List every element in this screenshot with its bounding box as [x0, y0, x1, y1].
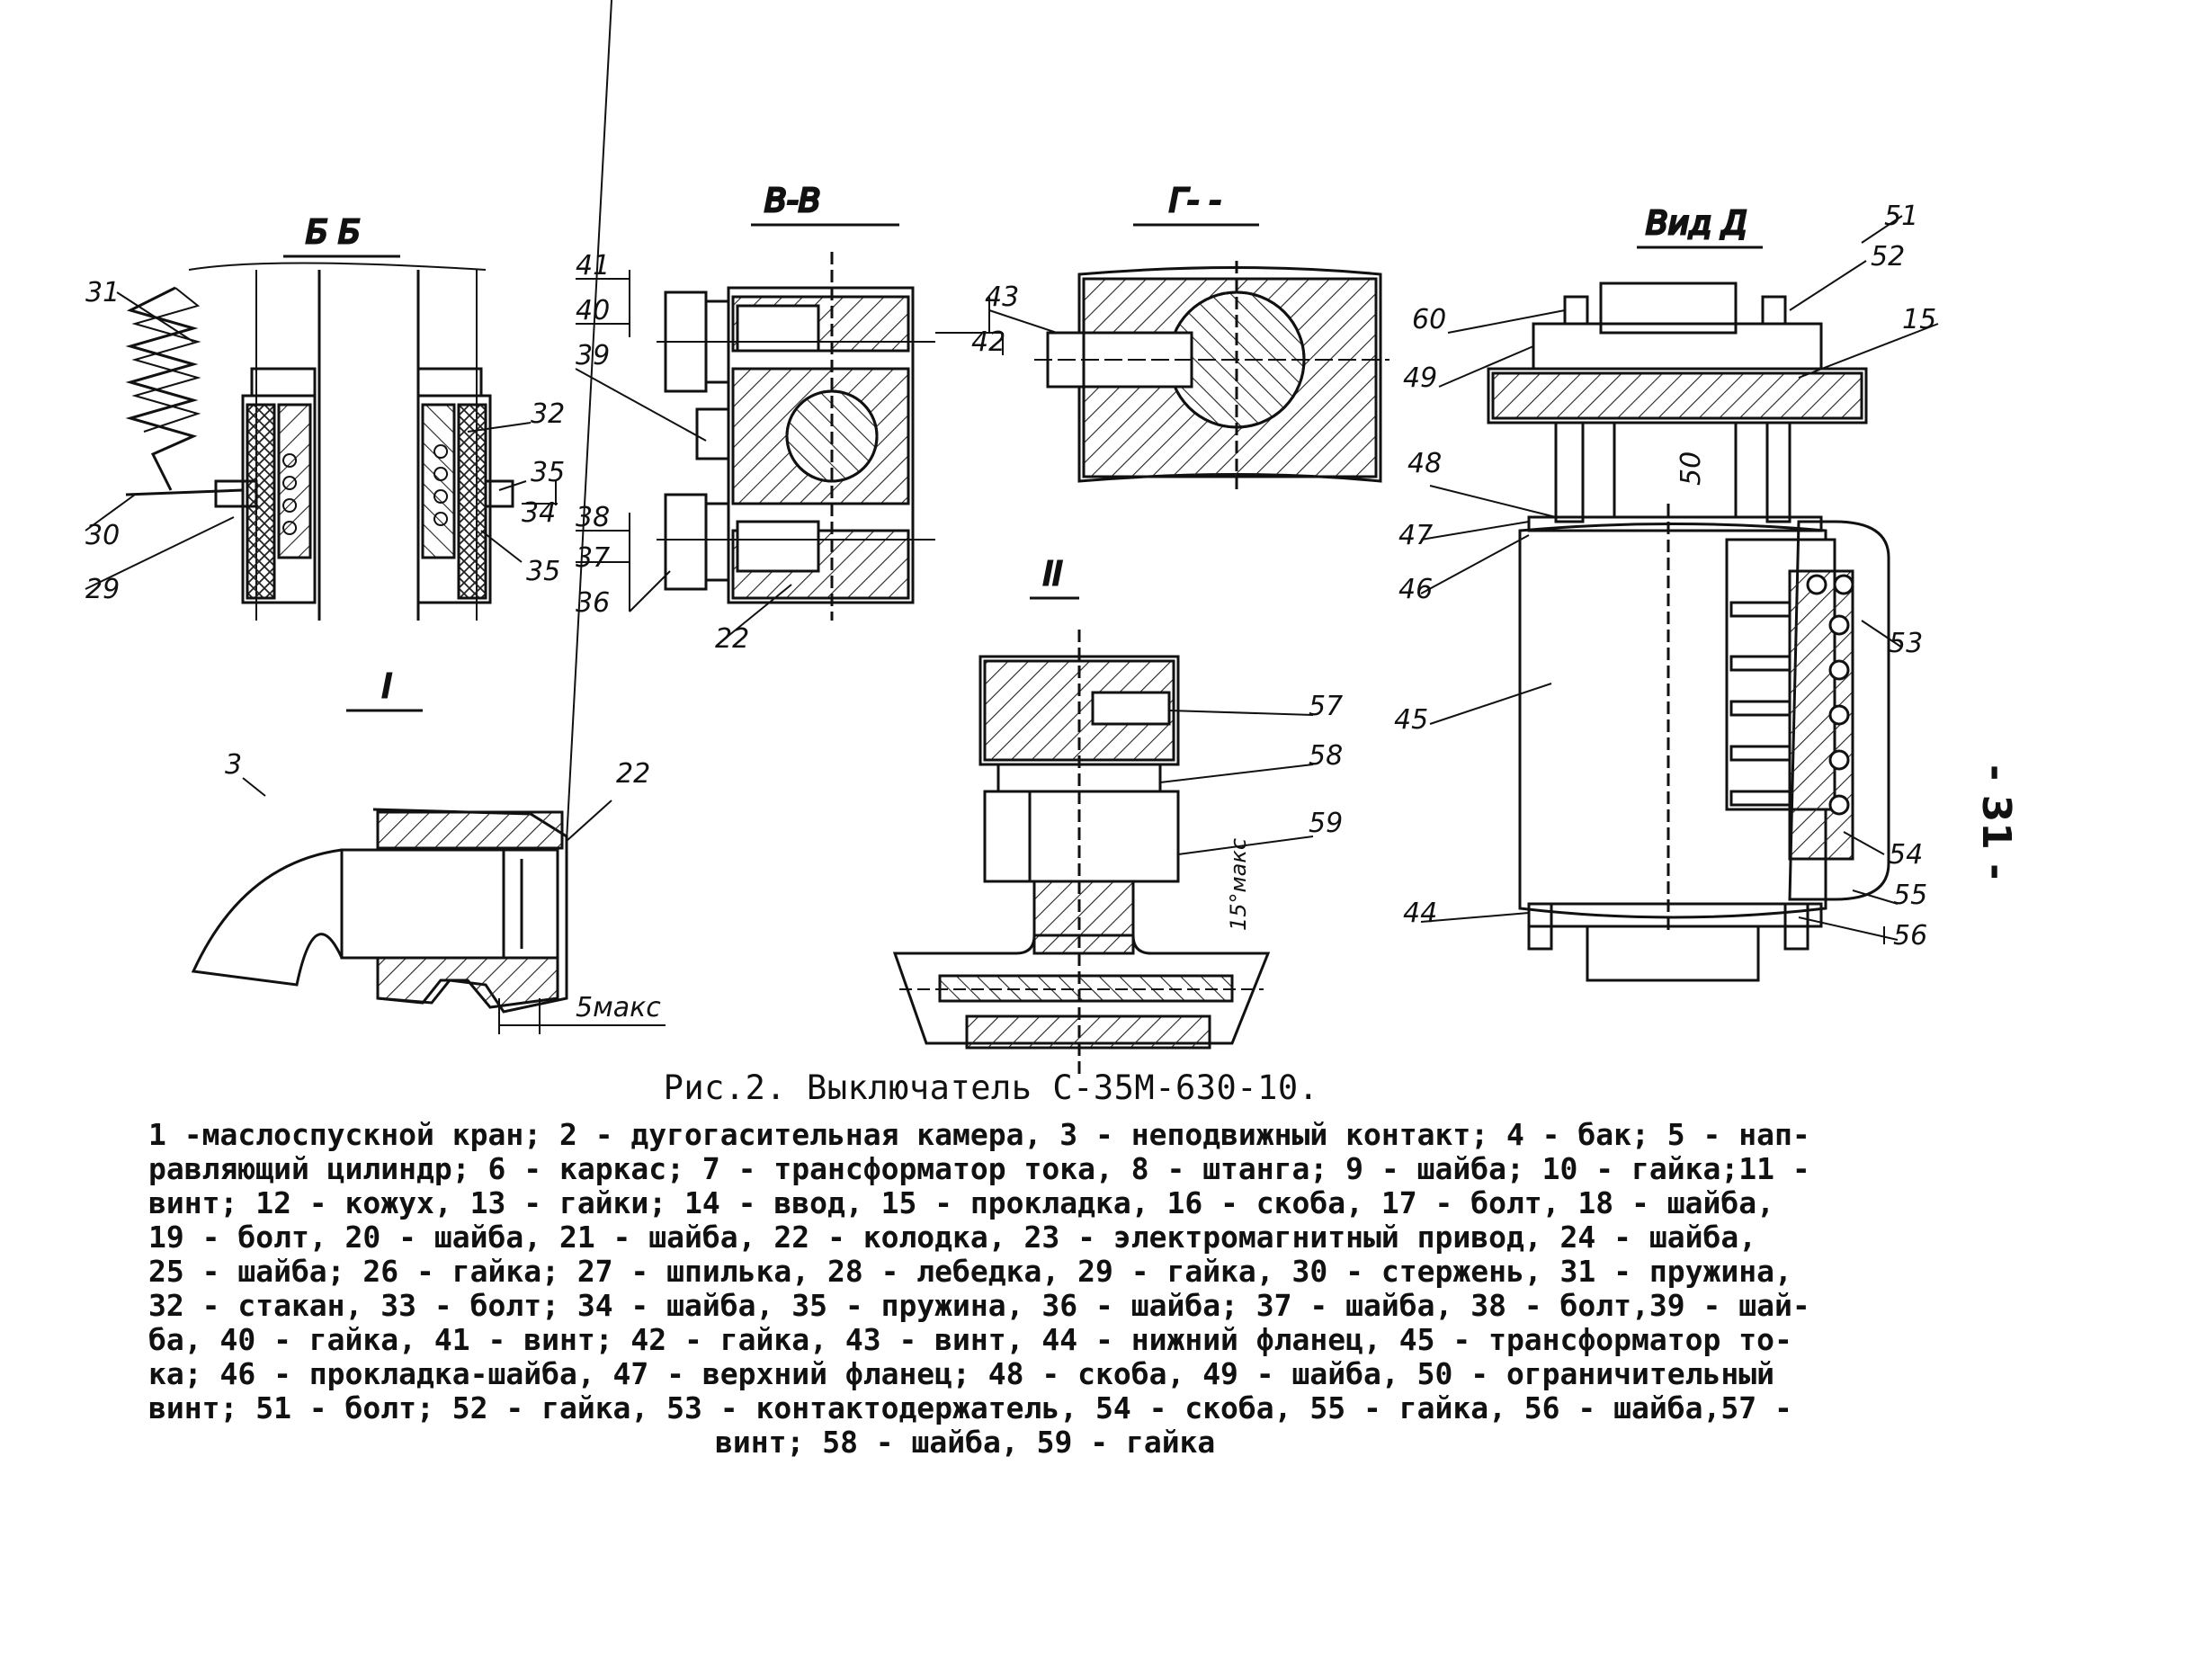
callout-32: 32: [531, 398, 565, 430]
legend-line: винт; 12 - кожух, 13 - гайки; 14 - ввод,…: [148, 1185, 1774, 1220]
callout-46: 46: [1398, 574, 1433, 605]
dimension-5-max: 5макс: [576, 992, 661, 1023]
legend-line: 32 - стакан, 33 - болт; 34 - шайба, 35 -…: [148, 1288, 1810, 1323]
callout-34: 34: [522, 497, 556, 529]
view-d-title: Вид Д: [1646, 205, 1747, 242]
section-gg-title: Г- -: [1169, 183, 1220, 219]
legend-line: винт; 51 - болт; 52 - гайка, 53 - контак…: [148, 1390, 1792, 1425]
callout-57: 57: [1309, 691, 1343, 722]
view-d: Вид Д: [1420, 204, 1939, 982]
detail-1-title: I: [382, 668, 392, 705]
callout-49: 49: [1403, 362, 1437, 394]
detail-2-title: II: [1043, 556, 1062, 593]
legend-line: 19 - болт, 20 - шайба, 21 - шайба, 22 - …: [148, 1220, 1757, 1255]
callout-48: 48: [1407, 448, 1442, 479]
callout-22-detail: 22: [616, 758, 650, 790]
detail-2: II: [892, 555, 1314, 1079]
callout-44: 44: [1403, 898, 1437, 929]
figure-caption: Рис.2. Выключатель С-35М-630-10.: [0, 1068, 2207, 1107]
callout-47: 47: [1398, 520, 1433, 551]
dimension-15-deg: 15°макс: [1226, 838, 1251, 931]
section-bb-title: Б Б: [306, 214, 361, 251]
section-gg: Г- -: [988, 182, 1389, 490]
callout-50: 50: [1675, 451, 1707, 486]
callout-29: 29: [85, 574, 120, 605]
callout-51: 51: [1884, 201, 1918, 232]
callout-30: 30: [85, 520, 120, 551]
figure-caption-text: Рис.2. Выключатель С-35М-630-10.: [663, 1068, 1319, 1107]
callout-60: 60: [1412, 304, 1446, 335]
parts-legend: 1 -маслоспускной кран; 2 - дугогасительн…: [148, 1118, 1911, 1460]
callout-43: 43: [985, 281, 1019, 313]
callout-38: 38: [576, 502, 610, 533]
detail-1: I: [191, 0, 666, 1034]
callout-52: 52: [1871, 241, 1905, 273]
section-vv: В-В: [575, 182, 1004, 644]
callout-3: 3: [225, 749, 242, 781]
callout-40: 40: [576, 295, 610, 326]
callout-53: 53: [1889, 628, 1923, 659]
legend-line: ка; 46 - прокладка-шайба, 47 - верхний ф…: [148, 1356, 1774, 1391]
callout-54: 54: [1889, 839, 1923, 871]
callout-22-vv: 22: [715, 623, 749, 655]
legend-line: равляющий цилиндр; 6 - каркас; 7 - транс…: [148, 1151, 1810, 1186]
legend-line: ба, 40 - гайка, 41 - винт; 42 - гайка, 4…: [148, 1322, 1792, 1357]
legend-line: 1 -маслоспускной кран; 2 - дугогасительн…: [148, 1117, 1810, 1152]
callout-55: 55: [1893, 880, 1927, 911]
callout-41: 41: [576, 250, 610, 281]
callout-58: 58: [1309, 740, 1343, 772]
legend-line: винт; 58 - шайба, 59 - гайка: [715, 1425, 1216, 1460]
callout-35-bottom: 35: [526, 556, 560, 587]
callout-45: 45: [1394, 704, 1428, 736]
callout-15: 15: [1902, 304, 1936, 335]
callout-36: 36: [576, 587, 610, 619]
callout-31: 31: [85, 277, 120, 308]
callout-35-top: 35: [531, 457, 565, 488]
callout-59: 59: [1309, 808, 1343, 839]
section-bb: Б Б: [85, 213, 558, 621]
legend-line: 25 - шайба; 26 - гайка; 27 - шпилька, 28…: [148, 1254, 1792, 1289]
section-vv-title: В-В: [764, 183, 820, 219]
callout-56: 56: [1893, 920, 1927, 952]
page-number: - 31 -: [1973, 764, 2019, 880]
